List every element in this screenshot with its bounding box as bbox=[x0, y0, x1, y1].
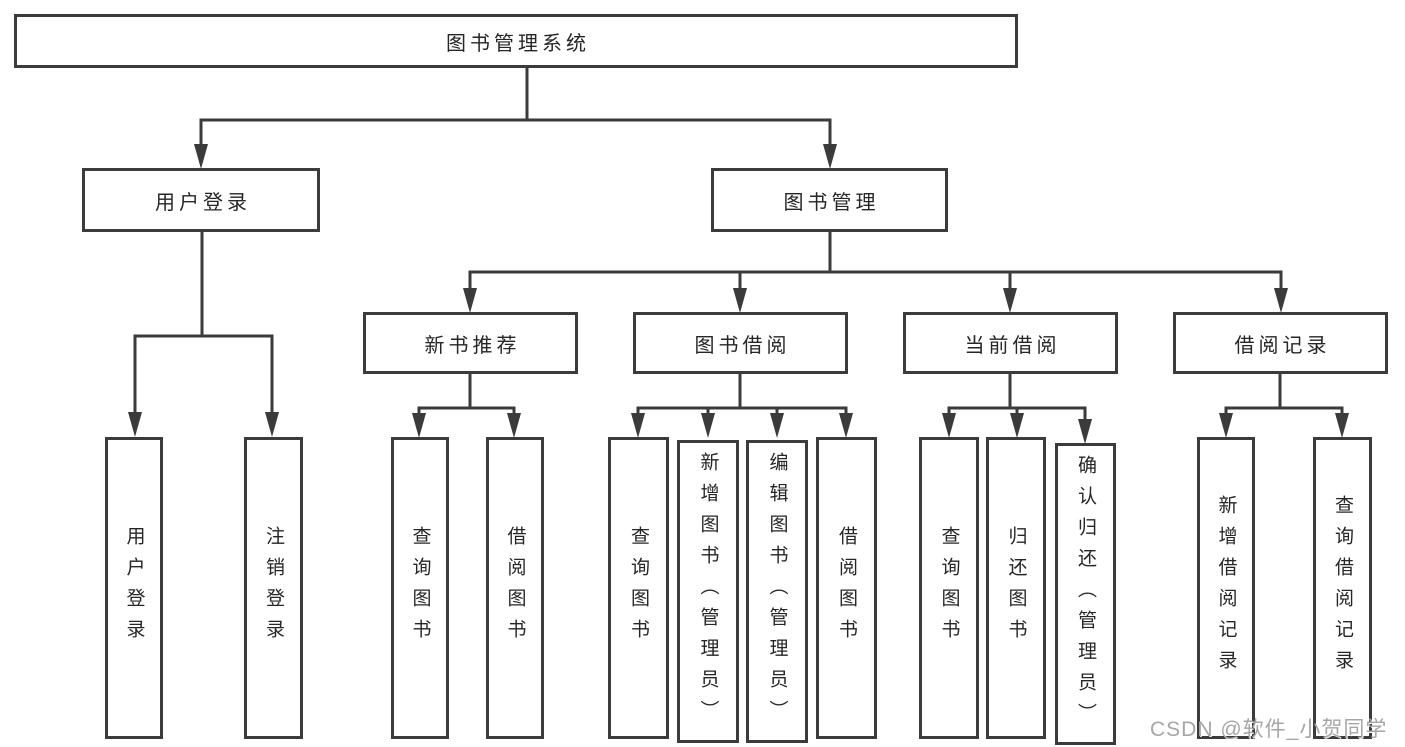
leaf-cb-confirm-return-admin-label: 确认归还（管理员） bbox=[1075, 454, 1096, 734]
leaf-bb-query-books: 查询图书 bbox=[608, 437, 669, 739]
node-root-system-label: 图书管理系统 bbox=[446, 32, 590, 55]
leaf-logout-label: 注销登录 bbox=[263, 526, 284, 650]
node-borrow-records: 借阅记录 bbox=[1173, 312, 1388, 374]
node-book-borrow-label: 图书借阅 bbox=[694, 334, 791, 357]
csdn-watermark: CSDN @软件_小贺同学 bbox=[1150, 718, 1388, 741]
node-user-login-label: 用户登录 bbox=[155, 191, 251, 214]
leaf-nbr-query-books: 查询图书 bbox=[391, 437, 449, 739]
node-borrow-records-label: 借阅记录 bbox=[1234, 334, 1331, 357]
node-current-borrow: 当前借阅 bbox=[903, 312, 1118, 374]
node-book-borrow: 图书借阅 bbox=[633, 312, 848, 374]
leaf-user-login-label: 用户登录 bbox=[123, 526, 145, 650]
leaf-bb-query-books-label: 查询图书 bbox=[628, 526, 649, 650]
leaf-logout: 注销登录 bbox=[244, 437, 303, 739]
arrowheads bbox=[128, 144, 1349, 444]
leaf-br-add-record-label: 新增借阅记录 bbox=[1215, 495, 1237, 681]
node-new-book-recommend-label: 新书推荐 bbox=[424, 334, 521, 357]
leaf-bb-edit-books-admin-label: 编辑图书（管理员） bbox=[766, 452, 788, 731]
leaf-bb-borrow-books: 借阅图书 bbox=[816, 437, 877, 739]
leaf-cb-return-books-label: 归还图书 bbox=[1005, 526, 1027, 650]
leaf-nbr-borrow-books: 借阅图书 bbox=[486, 437, 544, 739]
leaf-br-query-record-label: 查询借阅记录 bbox=[1332, 495, 1353, 681]
leaf-cb-query-books-label: 查询图书 bbox=[938, 526, 960, 650]
leaf-cb-return-books: 归还图书 bbox=[986, 437, 1046, 739]
leaf-cb-query-books: 查询图书 bbox=[919, 437, 979, 739]
leaf-bb-add-books-admin-label: 新增图书（管理员） bbox=[697, 452, 719, 731]
leaf-user-login: 用户登录 bbox=[105, 437, 163, 739]
leaf-nbr-borrow-books-label: 借阅图书 bbox=[504, 526, 526, 650]
leaf-cb-confirm-return-admin: 确认归还（管理员） bbox=[1055, 443, 1116, 745]
leaf-bb-borrow-books-label: 借阅图书 bbox=[836, 526, 857, 650]
node-book-management-label: 图书管理 bbox=[783, 191, 880, 214]
node-new-book-recommend: 新书推荐 bbox=[363, 312, 578, 374]
node-user-login: 用户登录 bbox=[82, 168, 320, 232]
leaf-nbr-query-books-label: 查询图书 bbox=[409, 526, 431, 650]
node-current-borrow-label: 当前借阅 bbox=[964, 334, 1061, 357]
node-book-management: 图书管理 bbox=[711, 168, 948, 232]
leaf-bb-add-books-admin: 新增图书（管理员） bbox=[677, 440, 739, 743]
leaf-br-add-record: 新增借阅记录 bbox=[1197, 437, 1255, 739]
node-root-system: 图书管理系统 bbox=[14, 14, 1018, 68]
leaf-bb-edit-books-admin: 编辑图书（管理员） bbox=[746, 440, 808, 743]
leaf-br-query-record: 查询借阅记录 bbox=[1313, 437, 1372, 739]
